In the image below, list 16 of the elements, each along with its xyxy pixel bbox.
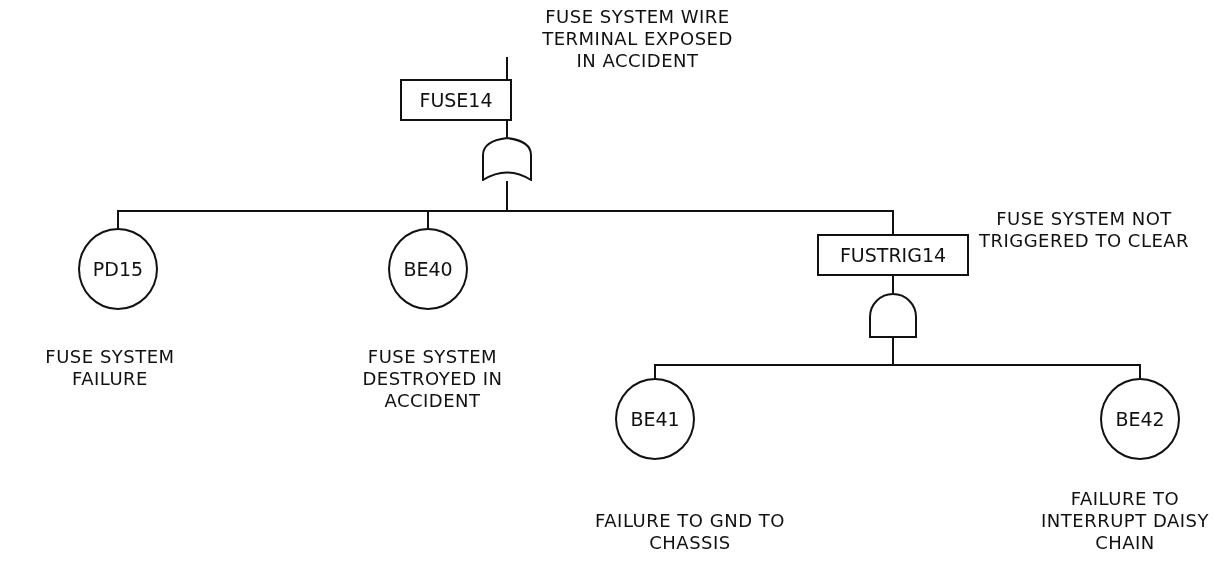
event-description: FAILURE TO INTERRUPT DAISY CHAIN (1040, 488, 1210, 554)
event-box: FUSTRIG14 (817, 234, 969, 276)
event-circle: BE41 (615, 378, 695, 460)
event-box: FUSE14 (400, 79, 512, 121)
event-description: FUSE SYSTEM WIRE TERMINAL EXPOSED IN ACCIDENT (541, 6, 734, 72)
event-description: FUSE SYSTEM FAILURE (44, 346, 176, 390)
connector-line (506, 120, 508, 138)
event-circle: BE40 (388, 228, 468, 310)
event-circle: PD15 (78, 228, 158, 310)
event-description: FUSE SYSTEM DESTROYED IN ACCIDENT (361, 346, 504, 412)
event-circle: BE42 (1100, 378, 1180, 460)
connector-line (506, 56, 508, 80)
event-description: FUSE SYSTEM NOT TRIGGERED TO CLEAR (977, 208, 1191, 252)
connector-line (892, 275, 894, 294)
event-description: FAILURE TO GND TO CHASSIS (594, 510, 786, 554)
connector-line (892, 337, 1141, 379)
